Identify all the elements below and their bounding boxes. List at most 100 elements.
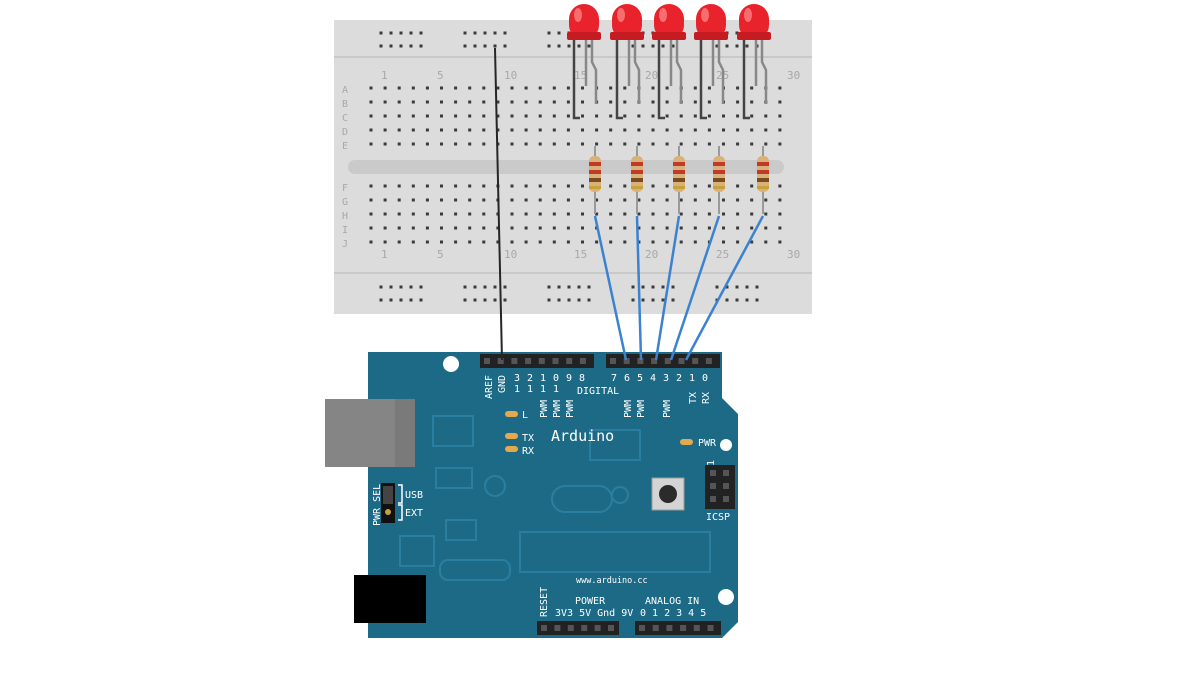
breadboard-hole — [369, 184, 373, 188]
breadboard-hole — [524, 86, 528, 90]
breadboard-hole — [736, 142, 740, 146]
breadboard-hole — [736, 226, 740, 230]
breadboard-hole — [440, 86, 443, 90]
breadboard-hole — [679, 128, 683, 132]
breadboard-hole — [454, 226, 458, 230]
breadboard-hole — [482, 114, 486, 118]
pin-11-label: 1 — [540, 373, 546, 384]
column-number-10-bottom: 10 — [504, 248, 517, 261]
resistor-band — [757, 186, 769, 189]
header-pin — [610, 358, 616, 364]
breadboard-hole — [411, 226, 415, 230]
led-highlight — [701, 8, 709, 22]
rail-hole — [547, 31, 551, 35]
resistor-band — [589, 178, 601, 182]
rail-hole — [725, 44, 729, 48]
breadboard-hole — [552, 142, 556, 146]
breadboard-hole — [722, 212, 725, 216]
rail-hole — [409, 298, 413, 302]
breadboard-hole — [397, 198, 401, 202]
breadboard-hole — [566, 142, 570, 146]
ground-wire — [494, 47, 503, 361]
breadboard-hole — [510, 240, 514, 244]
breadboard-hole — [679, 212, 683, 216]
resistor-band — [589, 162, 601, 166]
rail-hole — [735, 298, 739, 302]
breadboard-hole — [665, 212, 669, 216]
rail-hole — [473, 285, 477, 289]
breadboard-hole — [510, 226, 514, 230]
breadboard-hole — [637, 114, 641, 118]
breadboard-hole — [722, 114, 725, 118]
breadboard-hole — [609, 226, 613, 230]
breadboard-hole — [552, 226, 556, 230]
breadboard-hole — [764, 226, 768, 230]
breadboard-hole — [665, 226, 669, 230]
breadboard-hole — [510, 128, 514, 132]
breadboard-hole — [440, 212, 443, 216]
breadboard-hole — [440, 100, 443, 104]
breadboard-hole — [693, 212, 697, 216]
breadboard-hole — [693, 240, 697, 244]
breadboard-hole — [425, 86, 429, 90]
usb-bracket — [398, 484, 403, 504]
breadboard-hole — [693, 114, 697, 118]
tx-pin-label: TX — [688, 392, 699, 404]
breadboard-hole — [552, 86, 556, 90]
rail-hole — [399, 298, 403, 302]
led-highlight — [617, 8, 625, 22]
breadboard-hole — [440, 184, 443, 188]
rail-hole — [587, 44, 591, 48]
breadboard-hole — [397, 114, 401, 118]
breadboard-hole — [482, 226, 486, 230]
header-pin — [608, 625, 614, 631]
rail-hole — [483, 298, 487, 302]
header-pin — [541, 625, 547, 631]
led-pwr-label: PWR — [698, 438, 717, 449]
column-number-5-bottom: 5 — [437, 248, 444, 261]
breadboard-hole — [482, 198, 486, 202]
breadboard-hole — [454, 198, 458, 202]
analog-pins-label: 0 1 2 3 4 5 — [640, 608, 706, 619]
rail-hole — [547, 298, 551, 302]
icsp-pin — [710, 483, 716, 489]
breadboard-hole — [693, 142, 697, 146]
resistor-array — [589, 146, 769, 214]
rail-hole — [651, 285, 655, 289]
resistor-band — [589, 186, 601, 189]
column-number-20-bottom: 20 — [645, 248, 658, 261]
pin-12-label: 2 — [527, 373, 533, 384]
rail-hole — [735, 31, 739, 35]
row-letter-h: H — [342, 211, 348, 222]
rail-hole — [567, 285, 571, 289]
led-leg-cathode — [572, 40, 580, 120]
breadboard-hole — [679, 114, 683, 118]
rail-hole — [661, 44, 665, 48]
signal-wire-3 — [654, 215, 681, 361]
row-letter-e: E — [342, 141, 348, 152]
led-highlight — [744, 8, 752, 22]
breadboard-hole — [552, 212, 556, 216]
breadboard-hole — [722, 128, 725, 132]
breadboard-hole — [383, 114, 387, 118]
header-pin — [525, 358, 532, 364]
breadboard-hole — [665, 100, 669, 104]
rail-hole — [557, 31, 561, 35]
breadboard-hole — [552, 100, 556, 104]
reset-button-cap[interactable] — [659, 485, 677, 503]
header-pin — [692, 358, 699, 364]
icsp-pin-holes — [710, 470, 729, 502]
rail-hole — [493, 285, 497, 289]
pin-7-label: 7 — [611, 373, 617, 384]
breadboard-hole — [397, 212, 401, 216]
breadboard-hole — [651, 198, 655, 202]
breadboard-hole — [482, 100, 486, 104]
header-pin — [707, 625, 714, 631]
breadboard-hole — [764, 114, 768, 118]
row-letters: A B C D E F G H I J — [342, 85, 348, 250]
row-letter-a: A — [342, 85, 348, 96]
breadboard-hole — [552, 184, 556, 188]
breadboard-hole — [693, 198, 697, 202]
breadboard-hole — [623, 114, 627, 118]
pin-12-tens: 1 — [527, 384, 533, 395]
